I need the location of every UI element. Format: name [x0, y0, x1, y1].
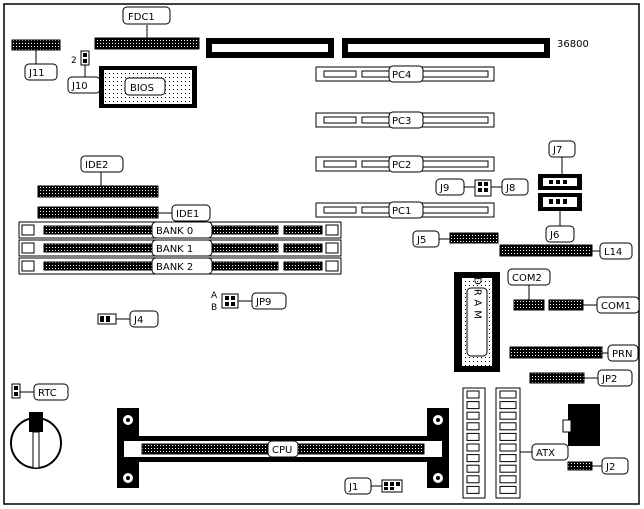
j10-pin-label: 2 — [71, 56, 77, 66]
bank2-label: BANK 2 — [156, 262, 193, 273]
board-id: 36800 — [557, 39, 589, 50]
jp9-a-label: A — [211, 291, 218, 301]
atx-pin — [499, 454, 517, 463]
atx-pin — [499, 485, 517, 494]
pc4-label: PC4 — [392, 70, 411, 81]
dimm-bank-1: BANK 1 — [18, 239, 342, 257]
jp9-b-label: B — [211, 303, 217, 313]
bios-label: BIOS — [130, 83, 154, 94]
atx-label: ATX — [536, 448, 555, 459]
pc2-label: PC2 — [392, 160, 411, 171]
atx-pin — [499, 432, 517, 441]
jp2-connector: JP2 — [529, 369, 633, 387]
j11-label: J11 — [28, 68, 45, 79]
atx-pin — [499, 464, 517, 473]
atx-pin — [466, 485, 480, 494]
jp9-jumper: A B JP9 — [211, 291, 287, 313]
com1-connector: COM1 — [548, 296, 640, 314]
pc1-label: PC1 — [392, 206, 411, 217]
bank0-label: BANK 0 — [156, 226, 193, 237]
bios-chip: BIOS — [99, 66, 197, 108]
j6-connector: J6 — [538, 193, 582, 243]
ide2-label: IDE2 — [85, 160, 108, 171]
atx-pin — [466, 432, 480, 441]
atx-pin — [499, 422, 517, 431]
atx-pin — [466, 443, 480, 452]
j1-label: J1 — [348, 482, 358, 493]
prn-label: PRN — [612, 349, 632, 360]
atx-pin — [466, 422, 480, 431]
pci-slot-4: PC4 — [315, 65, 495, 83]
ide1-connector: IDE1 — [37, 204, 211, 222]
j9-j8-jumpers: J9 J8 — [435, 178, 529, 197]
battery — [10, 412, 62, 469]
l14-connector: L14 — [499, 242, 633, 260]
cpu-label: CPU — [272, 445, 292, 456]
com2-label: COM2 — [512, 273, 542, 284]
rtc-label: RTC — [38, 388, 57, 399]
pci-slot-3: PC3 — [315, 111, 495, 129]
atx-pin — [466, 475, 480, 484]
dimm-bank-2: BANK 2 — [18, 257, 342, 275]
atx-pin — [466, 390, 480, 399]
j7-label: J7 — [552, 145, 562, 156]
com1-label: COM1 — [601, 301, 631, 312]
atx-pin — [499, 411, 517, 420]
pci-slot-2: PC2 — [315, 155, 495, 173]
j7-connector: J7 — [538, 140, 582, 190]
dimm-bank-0: BANK 0 — [18, 221, 342, 239]
j4-jumper: J4 — [97, 310, 159, 328]
dram-chips: DRAM — [454, 272, 500, 372]
rtc-jumper: RTC — [11, 383, 69, 401]
ide1-label: IDE1 — [176, 209, 199, 220]
j10-jumper: 2 J10 — [67, 50, 101, 94]
dram-label: DRAM — [472, 277, 483, 323]
atx-pin — [466, 401, 480, 410]
cpu-slot: CPU — [117, 408, 449, 488]
atx-pin — [466, 454, 480, 463]
fdc1-connector: FDC1 — [94, 6, 200, 50]
atx-pin — [499, 475, 517, 484]
atx-pin — [499, 443, 517, 452]
isa-slot-1 — [206, 38, 334, 58]
j5-label: J5 — [416, 235, 426, 246]
j5-connector: J5 — [412, 230, 499, 248]
ide2-connector: IDE2 — [37, 155, 159, 198]
bank1-label: BANK 1 — [156, 244, 193, 255]
j2-connector: J2 — [567, 457, 629, 475]
atx-pin — [466, 411, 480, 420]
j9-label: J9 — [439, 183, 449, 194]
isa-slot-2 — [342, 38, 550, 58]
j11-connector: J11 — [11, 39, 61, 81]
j6-label: J6 — [549, 230, 559, 241]
audio-jack — [562, 404, 600, 446]
prn-connector: PRN — [509, 344, 639, 362]
j1-jumper: J1 — [344, 477, 403, 495]
atx-connector: ATX — [462, 387, 569, 499]
atx-pin — [499, 401, 517, 410]
pci-slot-1: PC1 — [315, 201, 495, 219]
l14-label: L14 — [604, 247, 622, 258]
jp9-label: JP9 — [255, 297, 271, 308]
atx-pin — [499, 390, 517, 399]
jp2-label: JP2 — [601, 374, 617, 385]
j4-label: J4 — [133, 315, 143, 326]
j10-label: J10 — [71, 81, 88, 92]
atx-pin — [466, 464, 480, 473]
j2-label: J2 — [605, 462, 615, 473]
j8-label: J8 — [505, 183, 515, 194]
com2-connector: COM2 — [507, 268, 551, 311]
pc3-label: PC3 — [392, 116, 411, 127]
fdc1-label: FDC1 — [128, 12, 155, 23]
